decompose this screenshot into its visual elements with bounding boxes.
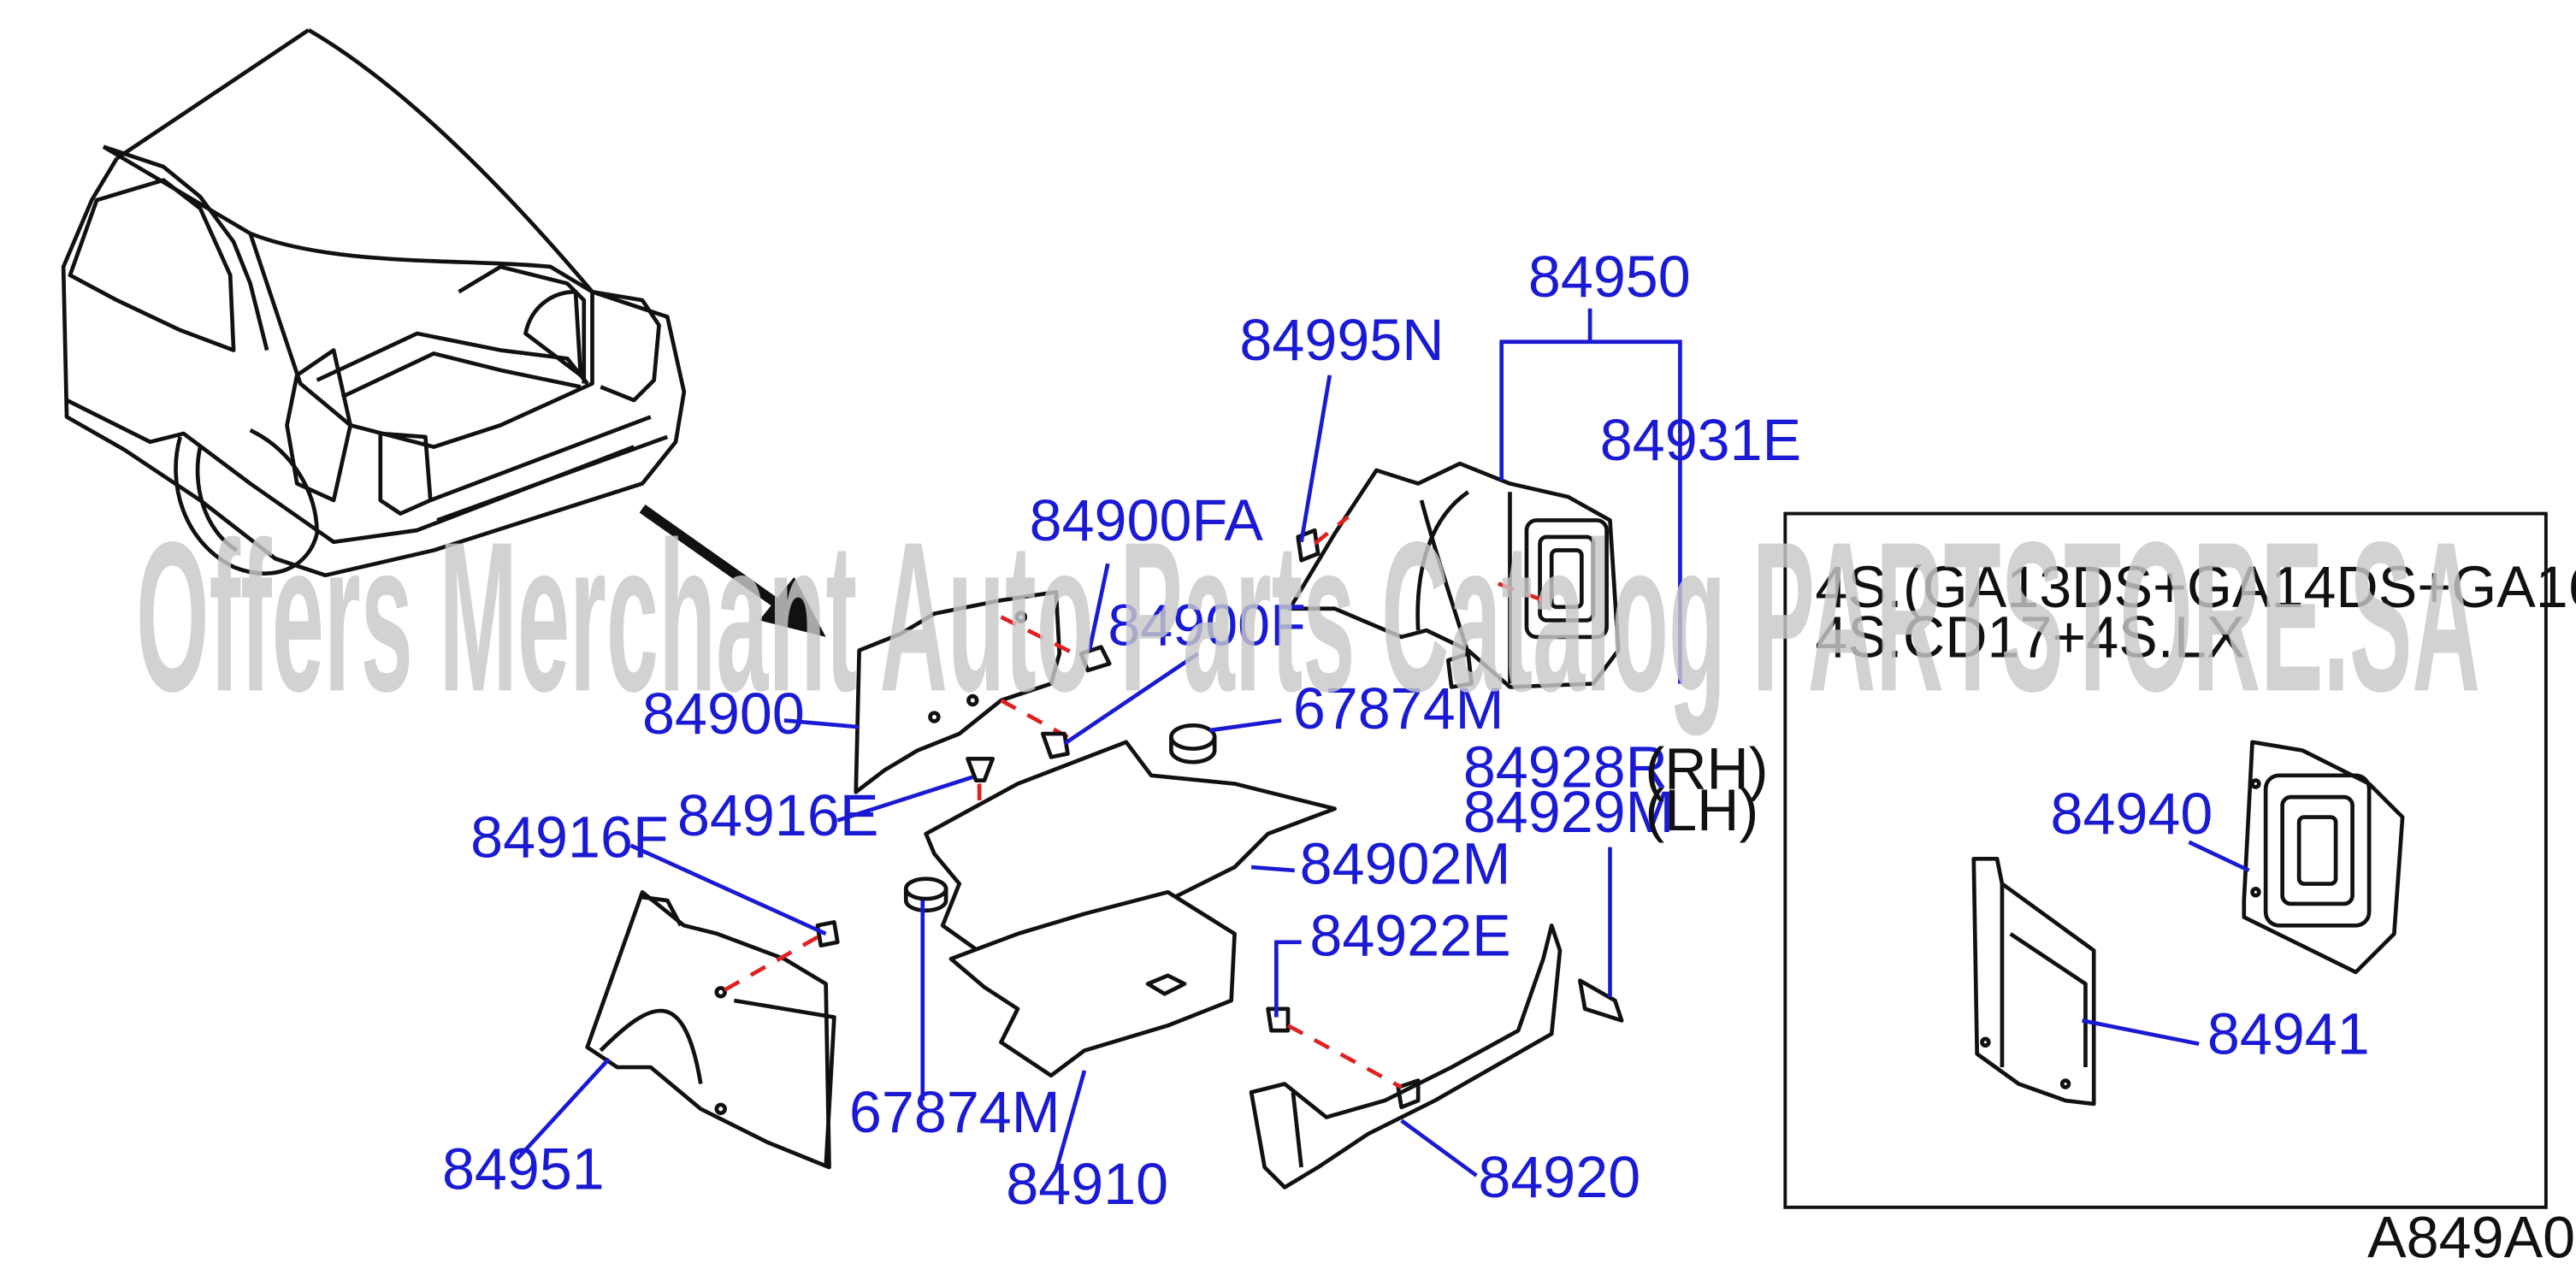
- callout-84922E: 84922E: [1309, 903, 1510, 968]
- part-84920-sill-trim: [1249, 923, 1624, 1189]
- callout-rh: (RH): [1645, 736, 1768, 801]
- car-rear-illustration: [61, 28, 687, 578]
- callout-84916E: 84916E: [677, 783, 878, 848]
- variant-line-2: 4S.CD17+4S.LX: [1815, 605, 2245, 670]
- part-84940-inset-panel: [2242, 740, 2405, 975]
- callout-84920: 84920: [1478, 1145, 1640, 1210]
- variant-box: 4S.(GA13DS+GA14DS+GA16DS).DX 4S.CD17+4S.…: [1783, 511, 2576, 1209]
- callout-84940: 84940: [2051, 782, 2213, 847]
- callout-84916F: 84916F: [470, 805, 669, 870]
- callout-67874M-bottom: 67874M: [849, 1080, 1061, 1145]
- callout-84910: 84910: [1006, 1152, 1168, 1217]
- callout-84902M: 84902M: [1300, 832, 1511, 897]
- diagram-code: A849A085: [2367, 1205, 2576, 1269]
- callout-84900F: 84900F: [1108, 593, 1306, 658]
- callout-67874M-top: 67874M: [1293, 676, 1504, 741]
- callout-84900: 84900: [642, 682, 805, 747]
- part-84950-side-finisher: [1287, 461, 1621, 689]
- part-84900-rear-panel: [854, 589, 1112, 835]
- callout-84928R: 84928R: [1463, 735, 1668, 800]
- callout-lh: (LH): [1645, 778, 1758, 843]
- part-84902M-trunk-mat: [924, 723, 1337, 970]
- callout-84941: 84941: [2207, 1001, 2370, 1066]
- callout-84900FA: 84900FA: [1030, 488, 1264, 553]
- variant-line-1: 4S.(GA13DS+GA14DS+GA16DS).DX: [1815, 555, 2576, 620]
- part-84951-lower-side-trim: [585, 889, 840, 1170]
- location-arrow: [639, 504, 826, 637]
- callout-84951: 84951: [442, 1136, 605, 1201]
- callout-84929M: 84929M: [1463, 780, 1675, 845]
- leader-lines: [516, 308, 1682, 1178]
- watermark: Offers Merchant Auto Parts Catalog PARTS…: [136, 497, 2480, 735]
- callout-84995N: 84995N: [1239, 308, 1444, 373]
- part-84941-inset-bracket: [1971, 856, 2096, 1107]
- callout-84931E: 84931E: [1600, 408, 1801, 473]
- callout-84950: 84950: [1528, 245, 1691, 310]
- part-84910-floor-board: [903, 876, 1237, 1078]
- callout-labels: 84950 84995N 84931E 84900FA 84900F 84900…: [442, 245, 1801, 1217]
